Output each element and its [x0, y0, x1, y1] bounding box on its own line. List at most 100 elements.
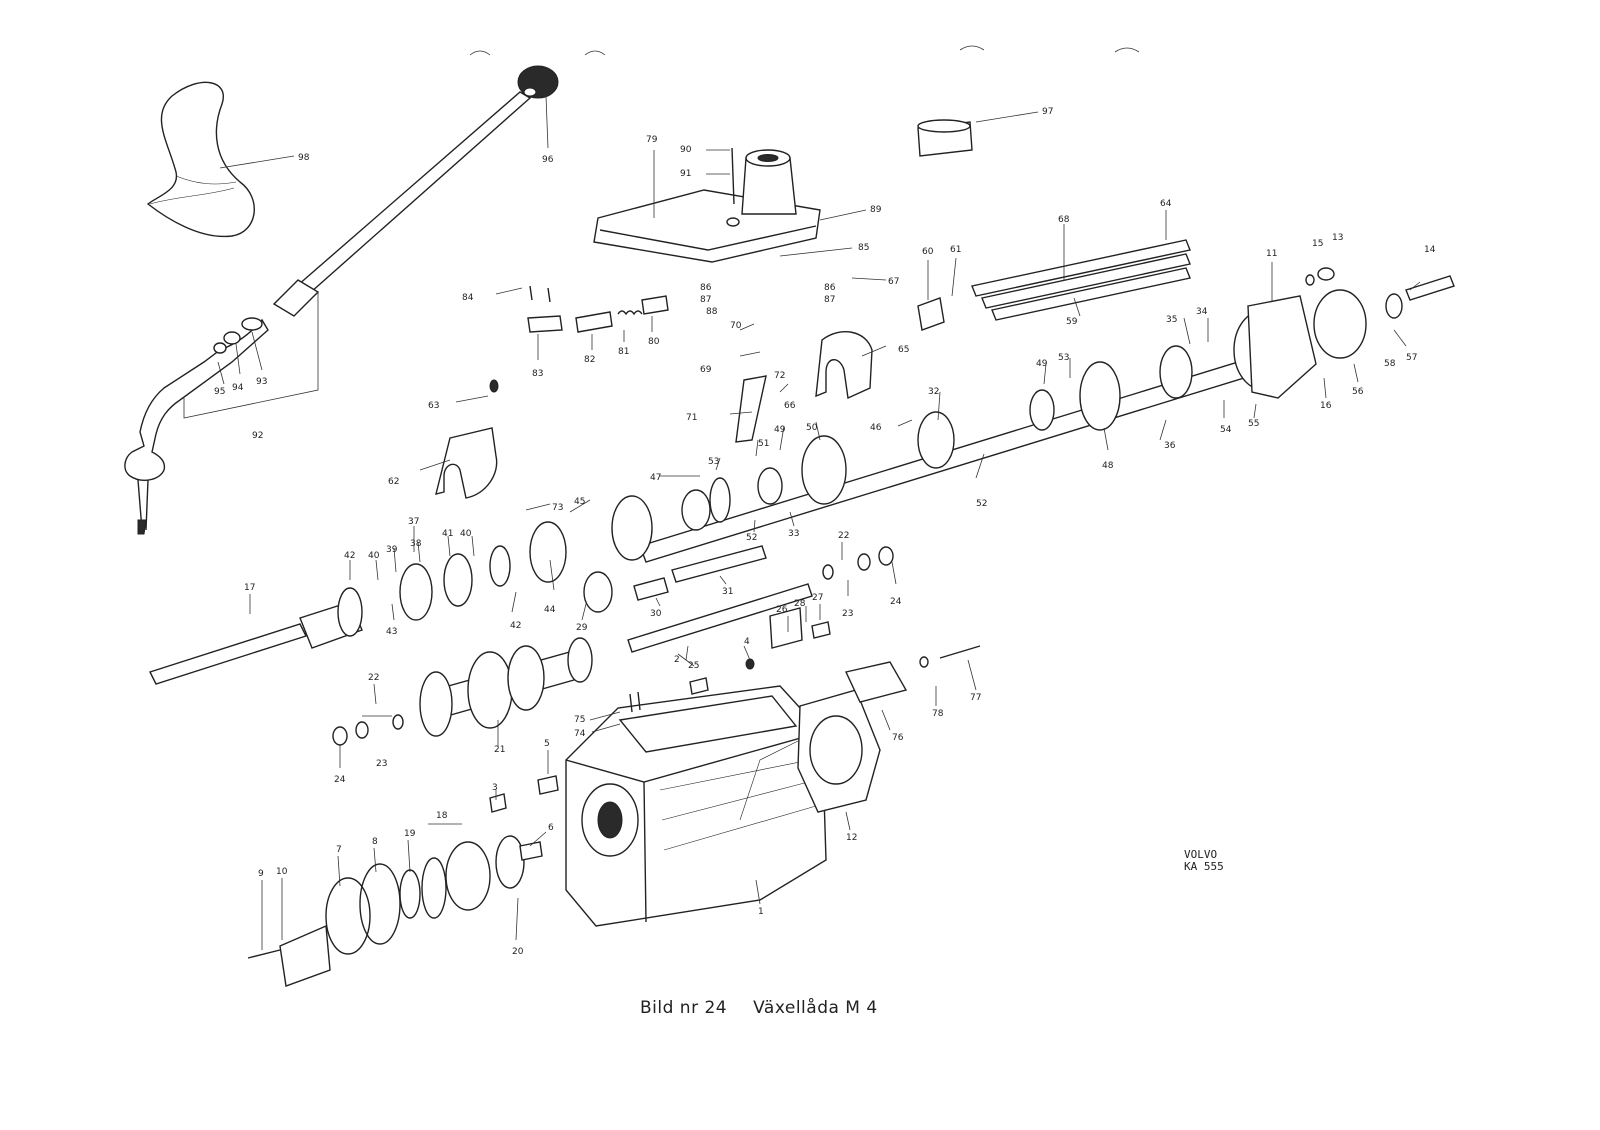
callout-20: 20 [512, 947, 524, 957]
gearbox-housing [565, 685, 827, 927]
callout-12: 12 [846, 833, 857, 843]
callout-86a: 86 [700, 283, 712, 293]
callout-25: 25 [688, 661, 699, 671]
callout-70: 70 [730, 321, 742, 331]
callout-24b: 24 [334, 775, 346, 785]
callout-89: 89 [870, 205, 882, 215]
top-cover [593, 147, 821, 263]
callout-2: 2 [674, 655, 680, 665]
callout-98: 98 [298, 153, 310, 163]
callout-92: 92 [252, 431, 263, 441]
callout-60: 60 [922, 247, 934, 257]
gear-lever-boot [146, 81, 255, 238]
callout-14: 14 [1424, 245, 1436, 255]
callout-73: 73 [552, 503, 563, 513]
callout-3: 3 [492, 783, 498, 793]
callout-69: 69 [700, 365, 712, 375]
interlock-parts [527, 285, 669, 333]
callout-87b: 87 [824, 295, 835, 305]
countershaft [583, 545, 813, 653]
brand-mark: VOLVO [1184, 848, 1218, 861]
callout-31: 31 [722, 587, 733, 597]
callout-75: 75 [574, 715, 585, 725]
callout-82: 82 [584, 355, 595, 365]
leader-lines [183, 95, 1421, 950]
callout-86b: 86 [824, 283, 836, 293]
callout-76: 76 [892, 733, 904, 743]
callout-40b: 40 [460, 529, 472, 539]
callout-24a: 24 [890, 597, 902, 607]
callout-36: 36 [1164, 441, 1176, 451]
callout-48: 48 [1102, 461, 1114, 471]
callout-43: 43 [386, 627, 397, 637]
gear-lever [124, 91, 532, 535]
callout-39: 39 [386, 545, 398, 555]
callout-52b: 52 [976, 499, 987, 509]
callout-81: 81 [618, 347, 629, 357]
callout-83: 83 [532, 369, 543, 379]
callout-38: 38 [410, 539, 422, 549]
callout-21: 21 [494, 745, 505, 755]
gear-knob [517, 65, 559, 99]
callout-93: 93 [256, 377, 267, 387]
caption-number: Bild nr 24 [640, 998, 728, 1018]
callout-47: 47 [650, 473, 661, 483]
callout-32: 32 [928, 387, 939, 397]
callout-54: 54 [1220, 425, 1232, 435]
callout-33: 33 [788, 529, 799, 539]
callout-4: 4 [744, 637, 750, 647]
callout-10: 10 [276, 867, 288, 877]
callout-27: 27 [812, 593, 823, 603]
callout-65: 65 [898, 345, 909, 355]
selector-rods [971, 239, 1191, 321]
reference-code: KA 555 [1184, 860, 1224, 873]
callout-23b: 23 [376, 759, 387, 769]
punch-marks [469, 45, 1140, 56]
callout-53b: 53 [708, 457, 719, 467]
callout-49b: 49 [774, 425, 786, 435]
fasteners [489, 379, 831, 861]
callout-63: 63 [428, 401, 439, 411]
callout-51: 51 [758, 439, 769, 449]
callout-23a: 23 [842, 609, 853, 619]
callout-79: 79 [646, 135, 658, 145]
callout-87a: 87 [700, 295, 711, 305]
callout-53a: 53 [1058, 353, 1069, 363]
callout-88: 88 [706, 307, 718, 317]
callout-77: 77 [970, 693, 981, 703]
callout-59: 59 [1066, 317, 1078, 327]
front-cover-assembly [247, 835, 525, 987]
callout-91: 91 [680, 169, 691, 179]
caption-title: Växellåda M 4 [753, 998, 878, 1018]
callout-9: 9 [258, 869, 264, 879]
callout-26: 26 [776, 605, 788, 615]
callout-44: 44 [544, 605, 556, 615]
callout-7: 7 [336, 845, 342, 855]
callout-56: 56 [1352, 387, 1364, 397]
callout-64: 64 [1160, 199, 1172, 209]
callout-45: 45 [574, 497, 585, 507]
callout-labels: 98 96 79 90 91 97 89 64 68 85 60 61 67 8… [214, 107, 1436, 957]
callout-50: 50 [806, 423, 818, 433]
callout-55: 55 [1248, 419, 1259, 429]
callout-84: 84 [462, 293, 474, 303]
callout-15: 15 [1312, 239, 1323, 249]
reference-block: VOLVO KA 555 [1184, 849, 1224, 873]
callout-95: 95 [214, 387, 225, 397]
callout-68: 68 [1058, 215, 1070, 225]
callout-42b: 42 [510, 621, 521, 631]
rear-flange-assembly [1247, 267, 1455, 399]
callout-11: 11 [1266, 249, 1277, 259]
callout-97: 97 [1042, 107, 1053, 117]
callout-34: 34 [1196, 307, 1208, 317]
callout-40a: 40 [368, 551, 380, 561]
callout-71: 71 [686, 413, 697, 423]
callout-8: 8 [372, 837, 378, 847]
callout-85: 85 [858, 243, 869, 253]
callout-49a: 49 [1036, 359, 1048, 369]
callout-1: 1 [758, 907, 764, 917]
figure-caption: Bild nr 24 Växellåda M 4 [640, 998, 904, 1018]
shift-forks [435, 297, 945, 499]
callout-29: 29 [576, 623, 588, 633]
callout-42a: 42 [344, 551, 355, 561]
